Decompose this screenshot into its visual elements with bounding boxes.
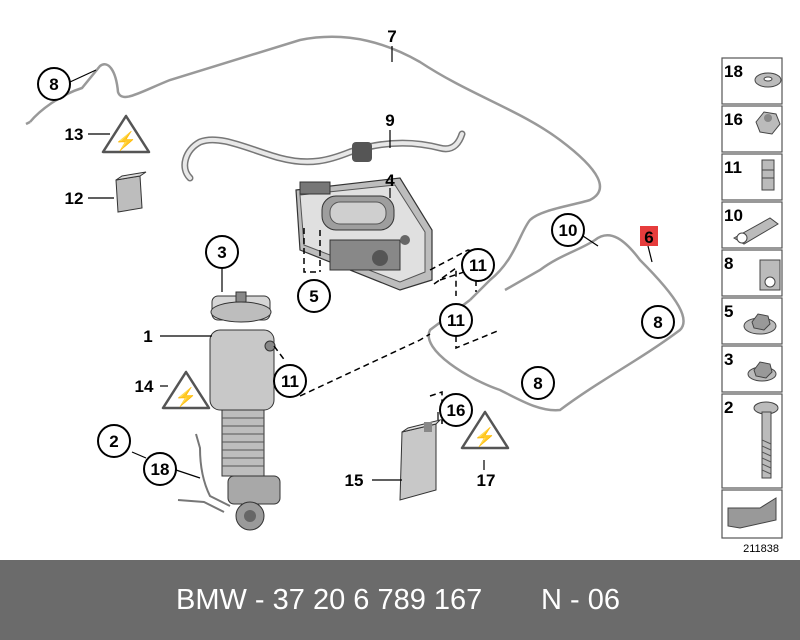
air-strut xyxy=(209,291,281,531)
parts-diagram: ⚡ ⚡ ⚡ xyxy=(25,27,783,555)
callout-9: 9 xyxy=(385,111,394,130)
esd-warning-13: ⚡ xyxy=(101,114,151,154)
air-line-7 xyxy=(29,35,602,301)
part-number: BMW - 37 20 6 789 167 xyxy=(176,584,483,616)
svg-text:8: 8 xyxy=(724,254,733,273)
callout-18: 18 xyxy=(151,460,170,479)
highlight-marker xyxy=(640,226,658,246)
esd-warning-17: ⚡ xyxy=(460,410,510,450)
callout-1: 1 xyxy=(143,327,152,346)
callout-15: 15 xyxy=(345,471,364,490)
callout-13: 13 xyxy=(65,125,84,144)
callout-12: 12 xyxy=(65,189,84,208)
callout-8: 8 xyxy=(49,75,58,94)
callout-11-top: 11 xyxy=(469,256,487,275)
callout-11-mid: 11 xyxy=(447,311,465,330)
version-code: N - 06 xyxy=(541,584,620,616)
parts-legend xyxy=(721,57,783,539)
legend-item-3: 3 xyxy=(724,350,777,382)
svg-text:5: 5 xyxy=(724,302,733,321)
legend-item-16: 16 xyxy=(724,110,781,135)
svg-text:⚡: ⚡ xyxy=(115,130,137,152)
callout-10: 10 xyxy=(559,221,578,240)
legend-item-8: 8 xyxy=(724,254,781,291)
callout-16: 16 xyxy=(447,401,466,420)
callout-11-left: 11 xyxy=(281,372,299,391)
callout-7: 7 xyxy=(387,27,396,46)
svg-text:10: 10 xyxy=(724,206,743,225)
callout-2: 2 xyxy=(109,432,118,451)
arrow-icon xyxy=(727,497,777,529)
callout-14: 14 xyxy=(135,377,154,396)
svg-text:16: 16 xyxy=(724,110,743,129)
callout-3: 3 xyxy=(217,243,226,262)
esd-warning-14: ⚡ xyxy=(161,370,211,410)
svg-text:2: 2 xyxy=(724,398,733,417)
svg-text:⚡: ⚡ xyxy=(474,426,496,448)
hose-clamp xyxy=(352,142,372,162)
compressor-unit xyxy=(295,177,433,291)
svg-text:18: 18 xyxy=(724,62,743,81)
legend-item-10: 10 xyxy=(724,206,779,245)
svg-text:3: 3 xyxy=(724,350,733,369)
legend-item-2: 2 xyxy=(724,398,779,479)
callout-4: 4 xyxy=(385,171,395,190)
air-line-8 xyxy=(427,234,685,412)
callout-17: 17 xyxy=(477,471,496,490)
legend-item-5: 5 xyxy=(724,302,777,335)
callout-5: 5 xyxy=(309,287,318,306)
legend-item-18: 18 xyxy=(724,62,782,88)
svg-text:11: 11 xyxy=(724,158,742,177)
callout-8-right: 8 xyxy=(653,313,662,332)
svg-text:⚡: ⚡ xyxy=(175,386,197,408)
part-number-banner: BMW - 37 20 6 789 167 N - 06 xyxy=(0,560,800,640)
legend-item-11: 11 xyxy=(724,158,775,191)
diagram-ref-number: 211838 xyxy=(743,543,779,555)
control-unit-12 xyxy=(115,171,147,213)
callout-8-bottom: 8 xyxy=(533,374,542,393)
control-unit-15 xyxy=(399,419,442,501)
callout-6: 6 xyxy=(644,228,653,247)
